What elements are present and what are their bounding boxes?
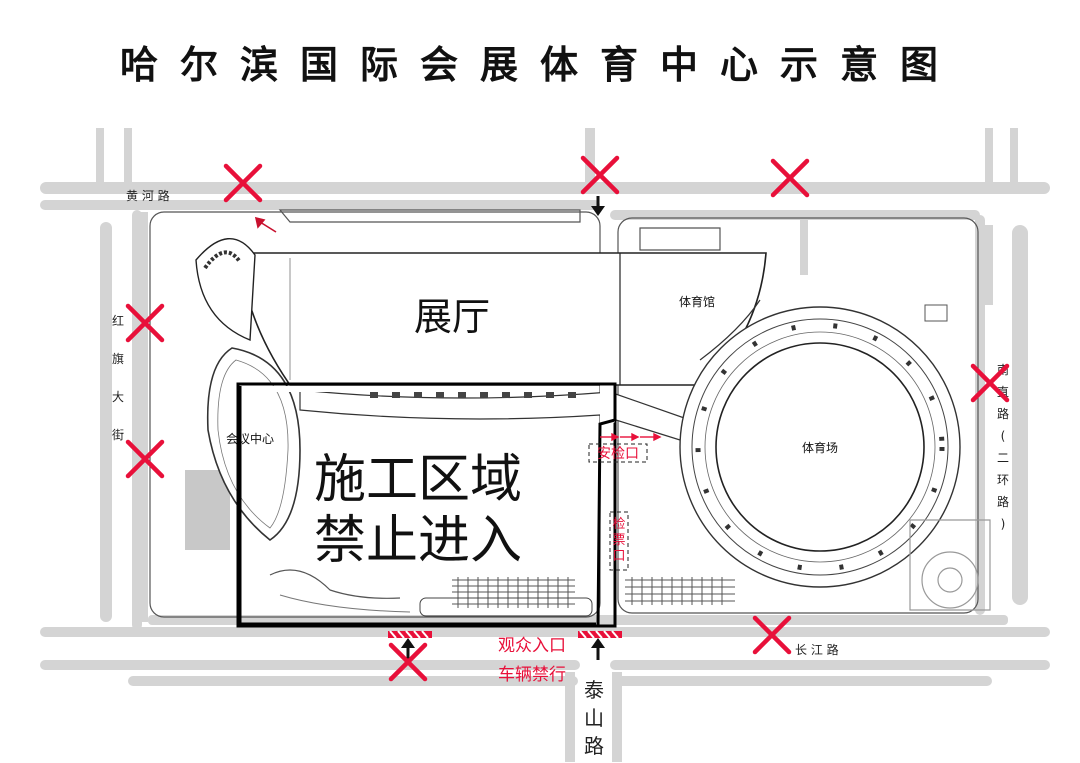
road-label-nanzhi-char: ) bbox=[1001, 517, 1006, 531]
road-label-hongqi-char: 旗 bbox=[112, 351, 124, 366]
closed-marks bbox=[125, 155, 1010, 682]
road-label-hongqi-char: 红 bbox=[112, 313, 124, 328]
security-checkpoint-box bbox=[588, 443, 648, 463]
closed-x-mark bbox=[970, 363, 1010, 403]
exit-arrow bbox=[254, 216, 277, 233]
ticket-check-label: 检票口 bbox=[612, 517, 625, 564]
closed-x-mark bbox=[125, 303, 165, 343]
construction-line-2: 禁止进入 bbox=[314, 511, 522, 571]
road-label-huanghe: 黄 河 路 bbox=[126, 188, 170, 203]
conference-center-label: 会议中心 bbox=[226, 431, 274, 446]
roundabout bbox=[909, 519, 991, 611]
closed-x-mark bbox=[580, 155, 620, 195]
construction-line-1: 施工区域 bbox=[314, 450, 522, 510]
seating-hatches bbox=[452, 577, 735, 608]
closed-x-mark bbox=[770, 158, 810, 198]
entrance-arrows bbox=[401, 196, 605, 660]
conference-center bbox=[206, 347, 301, 541]
stadium-label: 体育场 bbox=[802, 440, 838, 455]
road-label-hongqi-char: 大 bbox=[112, 390, 124, 404]
closed-x-mark bbox=[752, 615, 792, 655]
road-label-taishan-char: 路 bbox=[584, 734, 604, 758]
road-label-nanzhi-char: 二 bbox=[997, 451, 1009, 465]
entrance-gates bbox=[388, 630, 622, 639]
stadium bbox=[679, 299, 961, 588]
road-network bbox=[40, 128, 1050, 762]
security-arrows bbox=[600, 432, 662, 442]
road-label-changjiang: 长 江 路 bbox=[795, 642, 839, 657]
security-checkpoint-label: 安检口 bbox=[597, 446, 639, 462]
closed-x-mark bbox=[125, 439, 165, 479]
road-label-taishan-char: 山 bbox=[584, 706, 604, 730]
exhibition-hall-label: 展厅 bbox=[414, 295, 490, 339]
road-label-nanzhi-char: 路 bbox=[997, 406, 1009, 421]
road-label-hongqi-char: 街 bbox=[112, 428, 124, 442]
road-label-nanzhi-char: 环 bbox=[997, 473, 1009, 487]
entrance-line-2: 车辆禁行 bbox=[498, 665, 566, 685]
road-label-nanzhi-char: ( bbox=[1001, 429, 1006, 443]
map-title: 哈尔滨国际会展体育中心示意图 bbox=[119, 43, 960, 87]
entrance-line-1: 观众入口 bbox=[498, 636, 566, 656]
gymnasium-label: 体育馆 bbox=[679, 294, 715, 309]
closed-x-mark bbox=[388, 642, 428, 682]
road-label-taishan-char: 泰 bbox=[584, 678, 604, 702]
road-label-nanzhi-char: 路 bbox=[997, 494, 1009, 509]
ticket-check-box bbox=[609, 511, 629, 571]
closed-x-mark bbox=[223, 163, 263, 203]
